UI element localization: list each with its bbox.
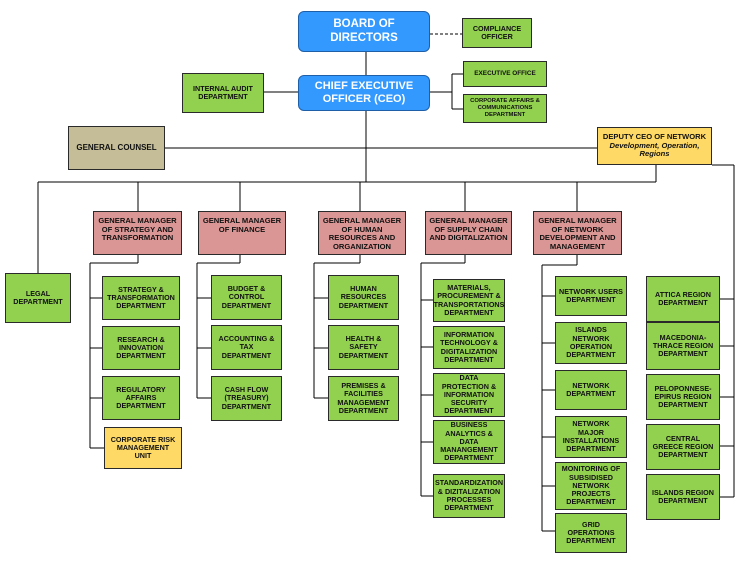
premises-department-label: PREMISES & FACILITIES MANAGEMENT DEPARTM…	[337, 380, 390, 415]
data-protection-department-label: DATA PROTECTION & INFORMATION SECURITY D…	[441, 373, 497, 416]
hr-department-label: HUMAN RESOURCES DEPARTMENT	[338, 284, 389, 310]
gm-finance-label: GENERAL MANAGER OF FINANCE	[202, 216, 282, 234]
it-department-label: INFORMATION TECHNOLOGY & DIGITALIZATION …	[440, 329, 498, 364]
attica-region-label: ATTICA REGION DEPARTMENT	[655, 289, 711, 307]
monitoring-projects-department-box: MONITORING OF SUBSIDISED NETWORK PROJECT…	[555, 462, 627, 510]
accounting-department-label: ACCOUNTING & TAX DEPARTMENT	[218, 334, 275, 360]
legal-department-box: LEGAL DEPARTMENT	[5, 273, 71, 323]
islands-region-label: ISLANDS REGION DEPARTMENT	[652, 487, 714, 505]
macedonia-thrace-region-label: MACEDONIA-THRACE REGION DEPARTMENT	[652, 332, 714, 359]
macedonia-thrace-region-box: MACEDONIA-THRACE REGION DEPARTMENT	[646, 322, 720, 370]
risk-management-label: CORPORATE RISK MANAGEMENT UNIT	[110, 434, 176, 461]
research-department-box: RESEARCH & INNOVATION DEPARTMENT	[102, 326, 180, 370]
data-protection-department-box: DATA PROTECTION & INFORMATION SECURITY D…	[433, 373, 505, 417]
network-major-installations-label: NETWORK MAJOR INSTALLATIONS DEPARTMENT	[562, 419, 620, 454]
gm-strategy-label: GENERAL MANAGER OF STRATEGY AND TRANSFOR…	[98, 216, 177, 243]
legal-label: LEGAL DEPARTMENT	[13, 288, 63, 306]
network-department-box: NETWORK DEPARTMENT	[555, 370, 627, 410]
peloponnese-epirus-region-box: PELOPONNESE-EPIRUS REGION DEPARTMENT	[646, 374, 720, 420]
it-department-box: INFORMATION TECHNOLOGY & DIGITALIZATION …	[433, 326, 505, 369]
compliance-officer-box: COMPLIANCE OFFICER	[462, 18, 532, 48]
internal-audit-box: INTERNAL AUDIT DEPARTMENT	[182, 73, 264, 113]
hr-department-box: HUMAN RESOURCES DEPARTMENT	[328, 275, 399, 320]
general-counsel-label: GENERAL COUNSEL	[76, 143, 157, 153]
health-safety-department-box: HEALTH & SAFETY DEPARTMENT	[328, 325, 399, 370]
cash-flow-department-label: CASH FLOW (TREASURY) DEPARTMENT	[221, 385, 272, 411]
regulatory-department-label: REGULATORY AFFAIRS DEPARTMENT	[116, 384, 166, 411]
islands-network-department-box: ISLANDS NETWORK OPERATION DEPARTMENT	[555, 322, 627, 364]
budget-department-label: BUDGET & CONTROL DEPARTMENT	[221, 284, 272, 310]
gm-hr-box: GENERAL MANAGER OF HUMAN RESOURCES AND O…	[318, 211, 406, 255]
compliance-label: COMPLIANCE OFFICER	[472, 23, 522, 41]
standardization-department-box: STANDARDIZATION & DIZITALIZATION PROCESS…	[433, 474, 505, 518]
gm-finance-box: GENERAL MANAGER OF FINANCE	[198, 211, 286, 255]
network-major-installations-box: NETWORK MAJOR INSTALLATIONS DEPARTMENT	[555, 416, 627, 458]
regulatory-department-box: REGULATORY AFFAIRS DEPARTMENT	[102, 376, 180, 420]
risk-management-box: CORPORATE RISK MANAGEMENT UNIT	[104, 427, 182, 469]
materials-department-box: MATERIALS, PROCUREMENT & TRANSPORTATIONS…	[433, 279, 505, 322]
materials-department-label: MATERIALS, PROCUREMENT & TRANSPORTATIONS…	[433, 282, 505, 317]
health-safety-department-label: HEALTH & SAFETY DEPARTMENT	[338, 334, 389, 360]
premises-department-box: PREMISES & FACILITIES MANAGEMENT DEPARTM…	[328, 376, 399, 421]
deputy-ceo-title: DEPUTY CEO OF NETWORK	[602, 131, 707, 141]
accounting-department-box: ACCOUNTING & TAX DEPARTMENT	[211, 325, 282, 370]
executive-office-label: EXECUTIVE OFFICE	[474, 70, 536, 78]
gm-supply-box: GENERAL MANAGER OF SUPPLY CHAIN AND DIGI…	[425, 211, 512, 255]
network-users-department-label: NETWORK USERS DEPARTMENT	[559, 286, 623, 304]
ceo-label: CHIEF EXECUTIVE OFFICER (CEO)	[314, 80, 414, 105]
network-department-label: NETWORK DEPARTMENT	[566, 380, 616, 398]
research-department-label: RESEARCH & INNOVATION DEPARTMENT	[116, 334, 166, 361]
grid-operations-department-box: GRID OPERATIONS DEPARTMENT	[555, 513, 627, 553]
deputy-ceo-subtitle: Development, Operation, Regions	[609, 140, 700, 159]
deputy-ceo-box: DEPUTY CEO OF NETWORK Development, Opera…	[597, 127, 712, 165]
board-label: BOARD OF DIRECTORS	[330, 18, 398, 44]
gm-hr-label: GENERAL MANAGER OF HUMAN RESOURCES AND O…	[322, 216, 402, 252]
budget-department-box: BUDGET & CONTROL DEPARTMENT	[211, 275, 282, 320]
cash-flow-department-box: CASH FLOW (TREASURY) DEPARTMENT	[211, 376, 282, 421]
corporate-affairs-box: CORPORATE AFFAIRS & COMMUNICATIONS DEPAR…	[463, 94, 547, 123]
gm-network-label: GENERAL MANAGER OF NETWORK DEVELOPMENT A…	[538, 216, 617, 252]
business-analytics-department-box: BUSINESS ANALYTICS & DATA MANANGEMENT DE…	[433, 420, 505, 464]
corporate-affairs-label: CORPORATE AFFAIRS & COMMUNICATIONS DEPAR…	[470, 98, 540, 118]
gm-supply-label: GENERAL MANAGER OF SUPPLY CHAIN AND DIGI…	[429, 216, 508, 243]
attica-region-box: ATTICA REGION DEPARTMENT	[646, 276, 720, 322]
business-analytics-department-label: BUSINESS ANALYTICS & DATA MANANGEMENT DE…	[440, 420, 498, 463]
peloponnese-epirus-region-label: PELOPONNESE-EPIRUS REGION DEPARTMENT	[654, 383, 712, 410]
central-greece-region-label: CENTRAL GREECE REGION DEPARTMENT	[652, 433, 714, 460]
islands-region-box: ISLANDS REGION DEPARTMENT	[646, 474, 720, 520]
gm-network-box: GENERAL MANAGER OF NETWORK DEVELOPMENT A…	[533, 211, 622, 255]
ceo-box: CHIEF EXECUTIVE OFFICER (CEO)	[298, 75, 430, 111]
internal-audit-label: INTERNAL AUDIT DEPARTMENT	[193, 83, 253, 101]
general-counsel-box: GENERAL COUNSEL	[68, 126, 165, 170]
executive-office-box: EXECUTIVE OFFICE	[463, 61, 547, 87]
board-of-directors-box: BOARD OF DIRECTORS	[298, 11, 430, 52]
network-users-department-box: NETWORK USERS DEPARTMENT	[555, 276, 627, 316]
islands-network-department-label: ISLANDS NETWORK OPERATION DEPARTMENT	[566, 325, 616, 360]
strategy-department-box: STRATEGY & TRANSFORMATION DEPARTMENT	[102, 276, 180, 320]
monitoring-projects-department-label: MONITORING OF SUBSIDISED NETWORK PROJECT…	[561, 464, 621, 507]
central-greece-region-box: CENTRAL GREECE REGION DEPARTMENT	[646, 424, 720, 470]
gm-strategy-box: GENERAL MANAGER OF STRATEGY AND TRANSFOR…	[93, 211, 182, 255]
strategy-department-label: STRATEGY & TRANSFORMATION DEPARTMENT	[107, 284, 175, 311]
standardization-department-label: STANDARDIZATION & DIZITALIZATION PROCESS…	[435, 478, 504, 513]
grid-operations-department-label: GRID OPERATIONS DEPARTMENT	[566, 519, 616, 546]
